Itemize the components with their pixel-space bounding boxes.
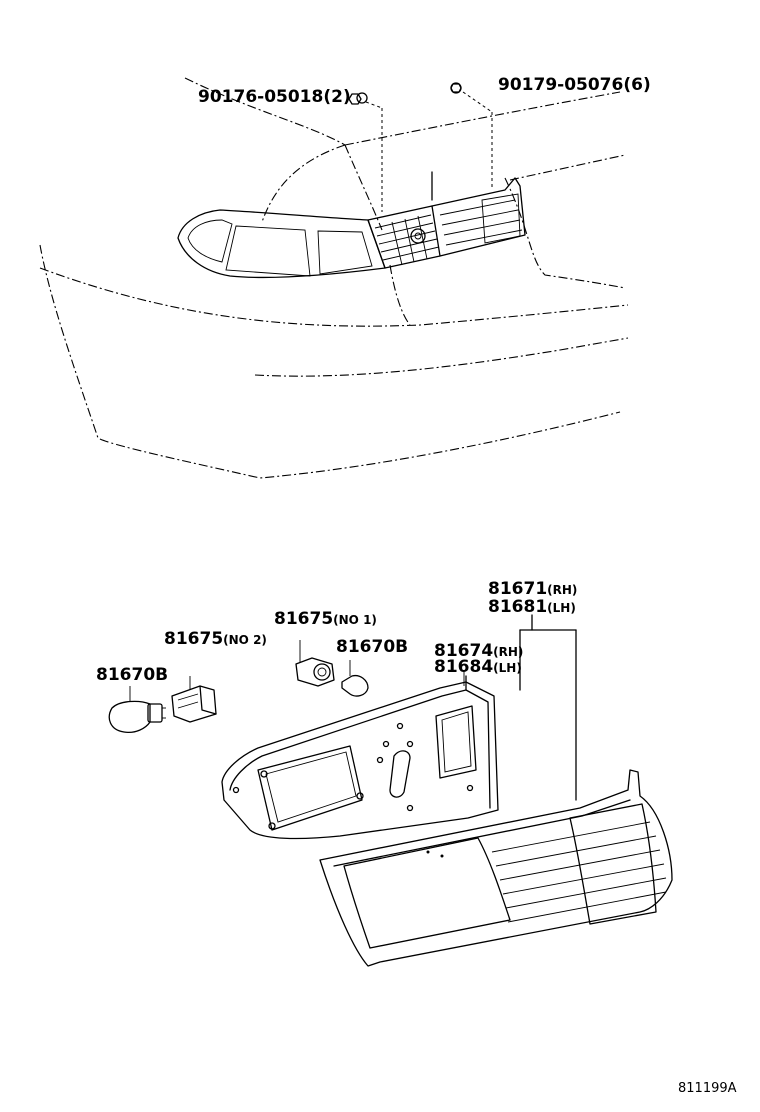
screw-callout xyxy=(348,92,383,212)
tail-lamp-installed xyxy=(177,171,526,279)
socket-no2-note: (NO 2) xyxy=(223,633,267,647)
bulb-large xyxy=(108,686,166,734)
label-81674-rh: 81674(RH) xyxy=(434,641,523,661)
bulb-large-number: 81670B xyxy=(96,665,168,685)
assembly-bracket xyxy=(519,614,577,801)
lens-rh-number: 81674 xyxy=(434,641,493,661)
label-81681-lh: 81681(LH) xyxy=(488,597,576,617)
screw-part-number: 90176-05018 xyxy=(198,87,323,107)
socket-no2-number: 81675 xyxy=(164,629,223,649)
svg-text:81671(RH): 81671(RH) xyxy=(488,579,577,599)
figure-id: 811199A xyxy=(678,1081,737,1096)
svg-text:81681(LH): 81681(LH) xyxy=(488,597,576,617)
nut-callout xyxy=(450,82,493,190)
label-bulb-small: 81670B xyxy=(336,637,408,657)
label-81671-rh: 81671(RH) xyxy=(488,579,577,599)
assy-lh-side: (LH) xyxy=(547,601,576,615)
nut-part-number: 90179-05076 xyxy=(498,75,623,95)
assy-lh-number: 81681 xyxy=(488,597,547,617)
screw-qty: (2) xyxy=(323,87,350,107)
label-socket-no1: 81675(NO 1) xyxy=(274,609,377,629)
svg-text:81675(NO 2): 81675(NO 2) xyxy=(164,629,267,649)
lens-lh-number: 81684 xyxy=(434,657,493,677)
socket-no1-note: (NO 1) xyxy=(333,613,377,627)
svg-text:81675(NO 1): 81675(NO 1) xyxy=(274,609,377,629)
label-81684-lh: 81684(LH) xyxy=(434,657,522,677)
nut-qty: (6) xyxy=(623,75,650,95)
label-socket-no2: 81675(NO 2) xyxy=(164,629,267,649)
assy-rh-number: 81671 xyxy=(488,579,547,599)
socket-no1-number: 81675 xyxy=(274,609,333,629)
lens-rh-side: (RH) xyxy=(493,645,523,659)
vehicle-rear-outline xyxy=(39,77,629,479)
center-lens-hatch xyxy=(374,214,440,266)
socket-no1 xyxy=(295,640,335,687)
label-bulb-large: 81670B xyxy=(96,665,168,685)
svg-text:90179-05076(6): 90179-05076(6) xyxy=(498,75,651,95)
lamp-housing xyxy=(221,670,499,840)
svg-text:81674(RH): 81674(RH) xyxy=(434,641,523,661)
svg-text:81684(LH): 81684(LH) xyxy=(434,657,522,677)
nut-label: 90179-05076(6) xyxy=(498,75,651,95)
socket-no2 xyxy=(171,676,217,723)
lamp-lens xyxy=(319,769,673,967)
bulb-small-number: 81670B xyxy=(336,637,408,657)
assy-rh-side: (RH) xyxy=(547,583,577,597)
lens-lh-side: (LH) xyxy=(493,661,522,675)
svg-text:90176-05018(2): 90176-05018(2) xyxy=(198,87,351,107)
screw-label: 90176-05018(2) xyxy=(198,87,351,107)
bulb-small xyxy=(341,660,369,697)
